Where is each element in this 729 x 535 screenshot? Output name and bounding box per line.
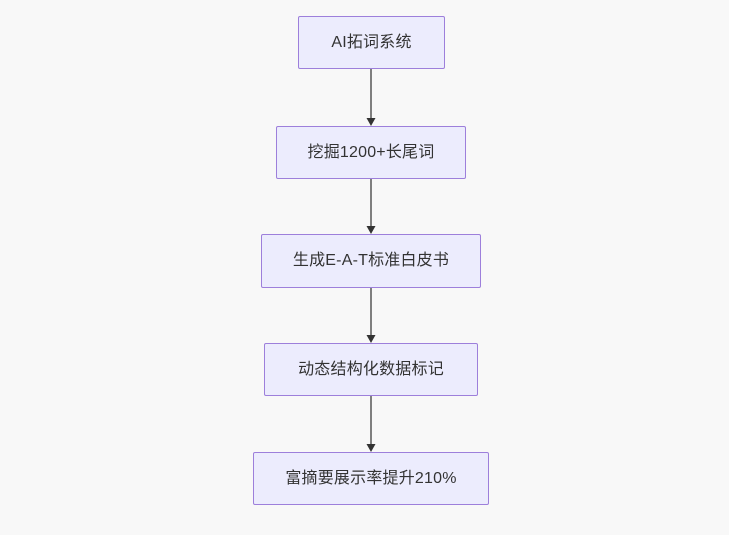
flowchart-node-generate-eat-whitepaper[interactable]: 生成E-A-T标准白皮书 — [261, 234, 481, 288]
node-label: 生成E-A-T标准白皮书 — [292, 252, 450, 270]
flowchart-node-ai-keyword-system[interactable]: AI拓词系统 — [298, 16, 445, 69]
flowchart-node-mine-longtail-keywords[interactable]: 挖掘1200+长尾词 — [276, 126, 466, 179]
flowchart-node-rich-snippet-impression-uplift[interactable]: 富摘要展示率提升210% — [253, 452, 489, 505]
edge-n1-n2 — [366, 69, 376, 126]
node-label: 动态结构化数据标记 — [298, 360, 444, 378]
node-label: 挖掘1200+长尾词 — [307, 143, 435, 161]
node-label: AI拓词系统 — [331, 33, 412, 51]
edge-n3-n4 — [366, 288, 376, 343]
edge-n4-n5 — [366, 396, 376, 452]
edge-n2-n3 — [366, 179, 376, 234]
flowchart-node-dynamic-structured-data-markup[interactable]: 动态结构化数据标记 — [264, 343, 478, 396]
node-label: 富摘要展示率提升210% — [285, 469, 457, 487]
